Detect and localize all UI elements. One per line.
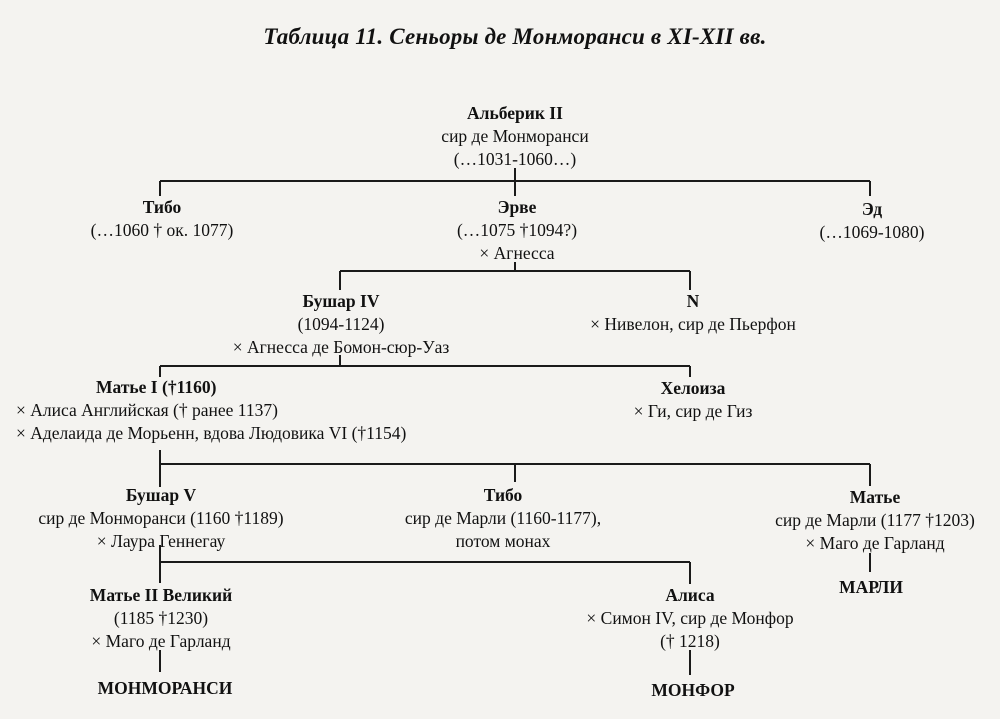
person-name: Бушар IV — [302, 291, 380, 311]
spouse: × Агнесса — [479, 243, 555, 263]
table-title: Таблица 11. Сеньоры де Монморанси в XI-X… — [263, 24, 767, 49]
person-tibo: Тибо (…1060 † ок. 1077) — [91, 196, 234, 242]
person-alice: Алиса × Симон IV, сир де Монфор († 1218) — [586, 584, 793, 653]
spouse: × Симон IV, сир де Монфор — [586, 608, 794, 628]
spouse: × Маго де Гарланд — [805, 533, 945, 553]
person-name: Матье II Великий — [89, 585, 233, 605]
spouse: × Маго де Гарланд — [91, 631, 231, 651]
house-montmorency: МОНМОРАНСИ — [97, 678, 233, 698]
spouse: × Алиса Английская († ранее 1137) — [16, 400, 278, 420]
person-name: Алиса — [665, 585, 715, 605]
person-name: Эрве — [497, 197, 537, 217]
house-montfort: МОНФОР — [651, 680, 735, 700]
person-tibo-marly: Тибо сир де Марли (1160-1177), потом мон… — [405, 484, 601, 553]
person-detail: сир де Марли (1177 †1203) — [775, 510, 975, 530]
house-marly: МАРЛИ — [839, 577, 903, 597]
spouse: × Агнесса де Бомон-сюр-Уаз — [232, 337, 450, 357]
person-ed: Эд (…1069-1080) — [820, 198, 925, 244]
person-dates: (…1031-1060…) — [453, 149, 577, 169]
person-dates: (1185 †1230) — [113, 608, 209, 628]
person-name: N — [686, 291, 700, 311]
person-bouchard-iv: Бушар IV (1094-1124) × Агнесса де Бомон-… — [233, 290, 450, 359]
person-bouchard-v: Бушар V сир де Монморанси (1160 †1189) ×… — [38, 484, 283, 553]
person-mathieu-ii: Матье II Великий (1185 †1230) × Маго де … — [90, 584, 232, 653]
person-name: Альберик II — [467, 103, 563, 123]
person-mathieu-i: Матье I (†1160) × Алиса Английская († ра… — [16, 376, 406, 445]
person-detail: сир де Марли (1160-1177), — [404, 508, 602, 528]
person-name: Матье I (†1160) — [96, 377, 217, 397]
spouse: × Нивелон, сир де Пьерфон — [590, 314, 796, 334]
spouse: × Ги, сир де Гиз — [633, 401, 753, 421]
person-heloise: Хелоиза × Ги, сир де Гиз — [634, 377, 753, 423]
person-name: Хелоиза — [660, 378, 726, 398]
person-detail: сир де Монморанси — [441, 126, 589, 146]
person-dates: (1094-1124) — [297, 314, 385, 334]
person-name: Матье — [849, 487, 901, 507]
person-dates: (…1075 †1094?) — [456, 220, 578, 240]
person-dates: († 1218) — [660, 631, 720, 651]
person-mathieu-marly: Матье сир де Марли (1177 †1203) × Маго д… — [775, 486, 975, 555]
person-erve: Эрве (…1075 †1094?) × Агнесса — [457, 196, 577, 265]
person-detail: потом монах — [455, 531, 551, 551]
person-dates: (…1060 † ок. 1077) — [90, 220, 234, 240]
person-name: Тибо — [142, 197, 182, 217]
person-alberic-ii: Альберик II сир де Монморанси (…1031-106… — [441, 102, 588, 171]
spouse: × Лаура Геннегау — [96, 531, 226, 551]
spouse: × Аделаида де Морьенн, вдова Людовика VI… — [16, 423, 407, 443]
person-n: N × Нивелон, сир де Пьерфон — [590, 290, 796, 336]
person-name: Эд — [861, 199, 883, 219]
person-detail: сир де Монморанси (1160 †1189) — [38, 508, 284, 528]
person-name: Бушар V — [125, 485, 197, 505]
person-dates: (…1069-1080) — [819, 222, 925, 242]
person-name: Тибо — [483, 485, 523, 505]
